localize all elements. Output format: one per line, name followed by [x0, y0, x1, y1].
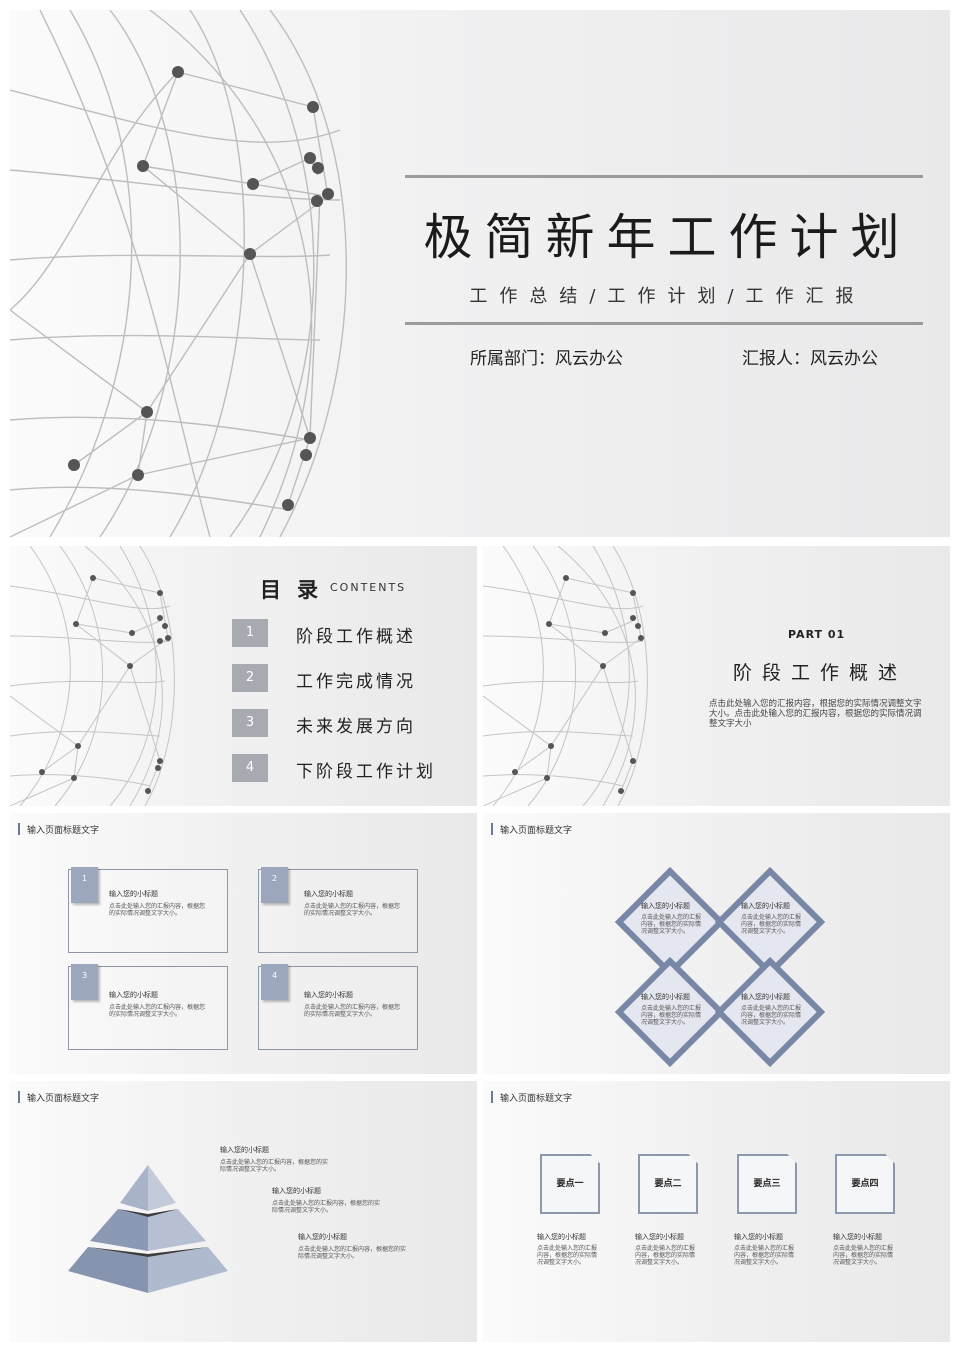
cover-title: 极简新年工作计划 [423, 209, 912, 266]
slide-header-title: 输入页面标题文字 [500, 1094, 573, 1104]
diamond-title-4: 输入您的小标题 [741, 993, 790, 1001]
key-point-title-1: 输入您的小标题 [537, 1233, 586, 1241]
key-point-title-3: 输入您的小标题 [734, 1233, 783, 1241]
content-card-3: 3 输入您的小标题 点击此处输入您的汇报内容，根据您的实际情况调整文字大小。 [68, 964, 228, 1050]
slide-header-title: 输入页面标题文字 [500, 826, 573, 836]
key-point-title-2: 输入您的小标题 [635, 1233, 684, 1241]
toc-item-4[interactable]: 下阶段工作计划 [296, 762, 436, 782]
toc-number-1: 1 [232, 619, 268, 647]
toc-item-1[interactable]: 阶段工作概述 [296, 627, 416, 647]
diamond-desc-3: 点击此处输入您的汇报内容，根据您的实际情况调整文字大小。 [641, 1005, 702, 1026]
key-point-desc-2: 点击此处输入您的汇报内容，根据您的实际情况调整文字大小。 [635, 1245, 696, 1266]
slide-cover: 极简新年工作计划 工作总结/工作计划/工作汇报 所属部门：风云办公 汇报人：风云… [10, 10, 950, 537]
key-point-label: 要点二 [654, 1179, 682, 1189]
header-accent-bar [18, 1091, 20, 1103]
header-accent-bar [491, 823, 493, 835]
pyramid-desc-3: 点击此处输入您的汇报内容，根据您的实际情况调整文字大小。 [298, 1246, 407, 1260]
header-accent-bar [491, 1091, 493, 1103]
cover-reporter: 汇报人：风云办公 [742, 349, 878, 369]
diamond-desc-2: 点击此处输入您的汇报内容，根据您的实际情况调整文字大小。 [741, 914, 802, 935]
toc-heading-en: CONTENTS [330, 581, 407, 594]
part-title: 阶段工作概述 [733, 662, 908, 684]
content-card-2: 2 输入您的小标题 点击此处输入您的汇报内容，根据您的实际情况调整文字大小。 [258, 867, 418, 953]
slide-card-grid: 输入页面标题文字 1 输入您的小标题 点击此处输入您的汇报内容，根据您的实际情况… [10, 813, 477, 1074]
key-point-desc-4: 点击此处输入您的汇报内容，根据您的实际情况调整文字大小。 [833, 1245, 894, 1266]
diamond-title-3: 输入您的小标题 [641, 993, 690, 1001]
pyramid-title-2: 输入您的小标题 [272, 1187, 321, 1195]
toc-number-3: 3 [232, 709, 268, 737]
title-rule-top [405, 175, 923, 178]
cover-department: 所属部门：风云办公 [470, 349, 623, 369]
card-title: 输入您的小标题 [109, 991, 158, 999]
part-description: 点击此处输入您的汇报内容，根据您的实际情况调整文字大小。点击此处输入您的汇报内容… [709, 699, 922, 729]
pyramid-title-3: 输入您的小标题 [298, 1233, 347, 1241]
diamond-desc-1: 点击此处输入您的汇报内容，根据您的实际情况调整文字大小。 [641, 914, 702, 935]
card-description: 点击此处输入您的汇报内容，根据您的实际情况调整文字大小。 [304, 903, 401, 917]
cover-subtitle: 工作总结/工作计划/工作汇报 [469, 286, 866, 307]
key-point-desc-3: 点击此处输入您的汇报内容，根据您的实际情况调整文字大小。 [734, 1245, 795, 1266]
key-point-title-4: 输入您的小标题 [833, 1233, 882, 1241]
slide-header-title: 输入页面标题文字 [27, 826, 100, 836]
card-description: 点击此处输入您的汇报内容，根据您的实际情况调整文字大小。 [109, 903, 206, 917]
key-point-desc-1: 点击此处输入您的汇报内容，根据您的实际情况调整文字大小。 [537, 1245, 598, 1266]
card-description: 点击此处输入您的汇报内容，根据您的实际情况调整文字大小。 [304, 1004, 401, 1018]
key-point-label: 要点四 [851, 1179, 879, 1189]
slide-diamonds: 输入页面标题文字 输入您的小标题 点击此处输入您的汇报内容，根据您的实际情况调整… [483, 813, 950, 1074]
toc-item-3[interactable]: 未来发展方向 [296, 717, 416, 737]
pyramid-title-1: 输入您的小标题 [220, 1146, 269, 1154]
key-point-box-1: 要点一 [540, 1154, 600, 1214]
slide-header-title: 输入页面标题文字 [27, 1094, 100, 1104]
card-number-tag: 2 [261, 867, 288, 903]
network-globe-graphic [483, 546, 648, 806]
slide-toc: 目录 CONTENTS 1 阶段工作概述 2 工作完成情况 3 未来发展方向 4… [10, 546, 477, 806]
diamond-title-2: 输入您的小标题 [741, 902, 790, 910]
key-point-label: 要点一 [556, 1179, 584, 1189]
pyramid-desc-2: 点击此处输入您的汇报内容，根据您的实际情况调整文字大小。 [272, 1200, 381, 1214]
key-point-box-3: 要点三 [737, 1154, 797, 1214]
key-point-box-4: 要点四 [835, 1154, 895, 1214]
diamond-title-1: 输入您的小标题 [641, 902, 690, 910]
toc-number-4: 4 [232, 754, 268, 782]
card-title: 输入您的小标题 [109, 890, 158, 898]
key-point-label: 要点三 [753, 1179, 781, 1189]
content-card-1: 1 输入您的小标题 点击此处输入您的汇报内容，根据您的实际情况调整文字大小。 [68, 867, 228, 953]
header-accent-bar [18, 823, 20, 835]
slide-part-01: PART 01 阶段工作概述 点击此处输入您的汇报内容，根据您的实际情况调整文字… [483, 546, 950, 806]
part-number: PART 01 [788, 628, 846, 641]
toc-item-2[interactable]: 工作完成情况 [296, 672, 416, 692]
card-number-tag: 1 [71, 867, 98, 903]
card-number-tag: 4 [261, 964, 288, 1000]
diamond-desc-4: 点击此处输入您的汇报内容，根据您的实际情况调整文字大小。 [741, 1005, 802, 1026]
card-description: 点击此处输入您的汇报内容，根据您的实际情况调整文字大小。 [109, 1004, 206, 1018]
card-number-tag: 3 [71, 964, 98, 1000]
pyramid-desc-1: 点击此处输入您的汇报内容，根据您的实际情况调整文字大小。 [220, 1159, 329, 1173]
key-point-box-2: 要点二 [638, 1154, 698, 1214]
content-card-4: 4 输入您的小标题 点击此处输入您的汇报内容，根据您的实际情况调整文字大小。 [258, 964, 418, 1050]
network-globe-graphic [10, 10, 347, 537]
title-rule-bottom [405, 322, 923, 325]
pyramid-graphic [68, 1165, 228, 1293]
slide-pyramid: 输入页面标题文字 输入您的小标题 点击此处输入您的汇报内容，根据您的实际情况调整… [10, 1081, 477, 1342]
slide-key-points: 输入页面标题文字 要点一 要点二 要点三 要点四 输入您的小标题 点击此处输入您… [483, 1081, 950, 1342]
card-title: 输入您的小标题 [304, 890, 353, 898]
card-title: 输入您的小标题 [304, 991, 353, 999]
toc-heading: 目录 [260, 578, 334, 602]
network-globe-graphic [10, 546, 175, 806]
toc-number-2: 2 [232, 664, 268, 692]
